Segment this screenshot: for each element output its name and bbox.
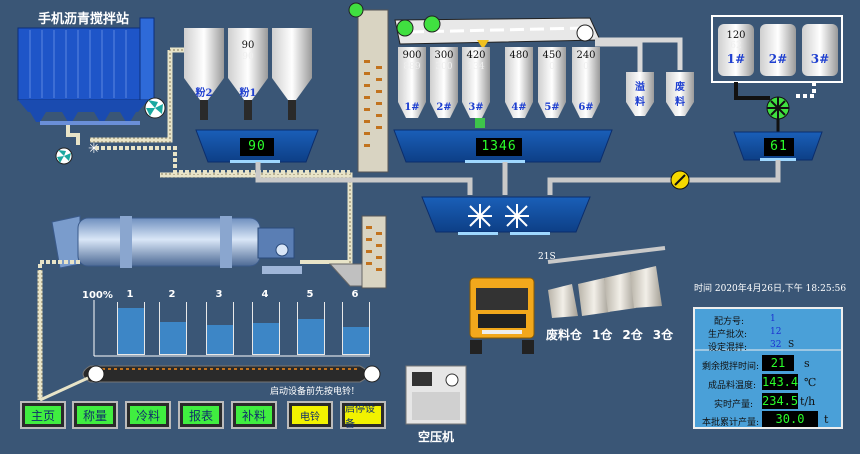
waste-bin[interactable]: 废 料 (675, 82, 685, 108)
start-stop-button[interactable]: 启停设备 (340, 401, 386, 430)
mixer (421, 196, 666, 264)
powder-silo-1[interactable]: 90 90 粉1 (239, 40, 257, 99)
asphalt-tank-3[interactable]: 3# (810, 52, 830, 66)
bars-axis (93, 300, 370, 357)
nav-replenish-button[interactable]: 补料 (231, 401, 277, 429)
datetime: 时间 2020年4月26日,下午 18:25:56 (694, 284, 847, 294)
baghouse (17, 17, 166, 125)
compressor-label: 空压机 (418, 430, 455, 444)
aggregate-weight-display: 1346 (476, 138, 522, 156)
cold-bin-2-fill (160, 321, 186, 354)
cold-bin-3-label: 3 (215, 289, 223, 300)
hot-bin-3[interactable]: 420 134 3# (466, 50, 486, 113)
powder-silos (184, 28, 319, 163)
storage-label-waste: 废料仓 (546, 328, 583, 342)
svg-text:✳: ✳ (88, 141, 100, 157)
cold-bin-5-level (297, 302, 325, 355)
cold-bin-2-level (159, 302, 187, 355)
cold-bin-5-label: 5 (306, 289, 314, 300)
storage-label-3: 3仓 (652, 328, 674, 342)
bucket-elevator (348, 2, 389, 173)
nav-home-button[interactable]: 主页 (20, 401, 66, 429)
powder-weight-display: 90 (240, 138, 274, 156)
warning-text: 启动设备前先按电铃! (270, 387, 355, 397)
cold-bin-5-fill (298, 318, 324, 354)
powder-silo-2[interactable]: 粉2 (195, 88, 213, 99)
asphalt-tank-2[interactable]: 2# (768, 52, 788, 66)
cold-bin-1-level (117, 302, 145, 355)
bars-top-label: 100% (82, 290, 113, 301)
hot-bin-5[interactable]: 450 0 5# (542, 50, 562, 113)
hot-bin-4[interactable]: 480 4# (509, 50, 529, 113)
cold-bin-4-fill (253, 322, 279, 354)
cold-feed-belt (39, 365, 381, 402)
air-compressor (405, 365, 467, 425)
mixer-timer: 21S (538, 252, 556, 262)
page-title: 手机沥青搅拌站 (38, 12, 130, 27)
storage-silos (548, 266, 662, 318)
nav-report-button[interactable]: 报表 (178, 401, 224, 429)
nav-weighing-button[interactable]: 称量 (72, 401, 118, 429)
truck (469, 277, 535, 354)
hot-bins (393, 47, 613, 163)
screen (394, 15, 683, 72)
overflow-bins (626, 72, 694, 116)
cold-bin-3-level (206, 302, 234, 355)
cold-bin-6-level (342, 302, 370, 355)
drying-drum (38, 215, 348, 274)
cold-bin-2-label: 2 (168, 289, 176, 300)
cold-bin-3-fill (207, 325, 233, 354)
bell-button[interactable]: 电铃 (287, 401, 333, 429)
hot-bin-2[interactable]: 300 300 2# (434, 50, 454, 113)
cold-bin-1-label: 1 (126, 289, 134, 300)
production-info-panel: 配方号: 1 生产批次: 12 设定混拌: 32 S 剩余搅拌时间: 21 s … (702, 314, 829, 428)
cold-bin-1-fill (118, 308, 144, 354)
cold-bin-6-label: 6 (351, 289, 359, 300)
nav-cold-feed-button[interactable]: 冷料 (125, 401, 171, 429)
storage-label-2: 2仓 (622, 328, 643, 342)
cold-bin-4-level (252, 302, 280, 355)
cold-bin-4-label: 4 (261, 289, 269, 300)
asphalt-tank-1[interactable]: 120 62 1# (726, 30, 746, 66)
hot-bin-1[interactable]: 900 889 1# (402, 50, 422, 113)
overflow-bin[interactable]: 溢 料 (635, 82, 645, 108)
storage-labels: 废料仓 1仓 2仓 3仓 (546, 326, 673, 343)
cold-bin-6-fill (343, 326, 369, 354)
asphalt-weight-display: 61 (764, 138, 794, 156)
storage-label-1: 1仓 (592, 328, 613, 342)
asphalt-tanks (711, 15, 843, 161)
hot-bin-6[interactable]: 240 0 6# (576, 50, 596, 113)
